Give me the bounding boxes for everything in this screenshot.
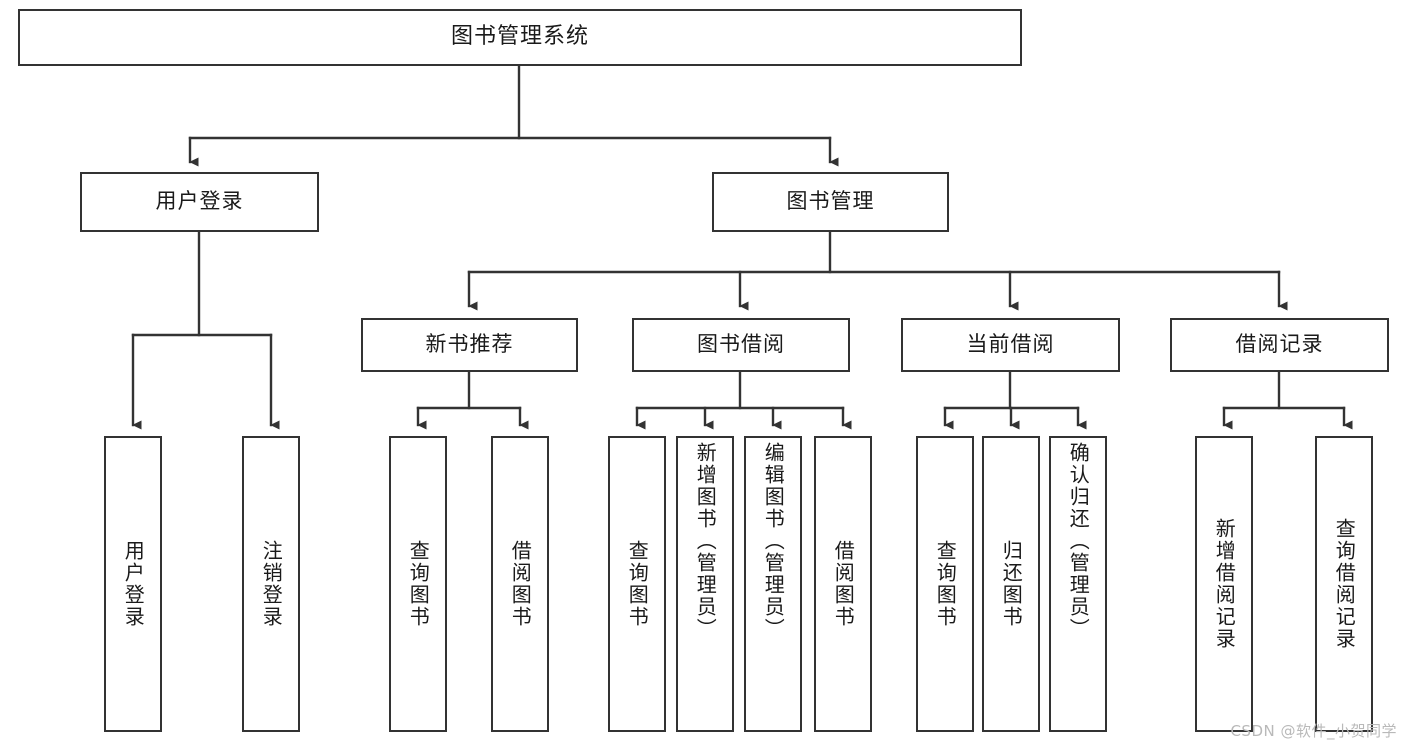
node-book-borrow[interactable]: 图书借阅: [632, 318, 850, 372]
node-label: 图书管理系统: [450, 24, 589, 50]
leaf-edit-book[interactable]: 编辑图书（管理员）: [744, 436, 802, 732]
node-label: 借阅图书: [831, 540, 856, 628]
node-label: 查询图书: [406, 540, 431, 628]
leaf-query-borrow-record[interactable]: 查询借阅记录: [1315, 436, 1373, 732]
vert-wrap: 查询图书: [391, 438, 445, 730]
node-new-book-recommend[interactable]: 新书推荐: [361, 318, 578, 372]
leaf-query-book-1[interactable]: 查询图书: [389, 436, 447, 732]
node-label: 编辑图书（管理员）: [761, 442, 786, 640]
vert-wrap: 查询借阅记录: [1317, 438, 1371, 730]
vert-wrap: 编辑图书（管理员）: [746, 438, 800, 730]
node-label: 图书借阅: [697, 332, 785, 357]
leaf-add-borrow-record[interactable]: 新增借阅记录: [1195, 436, 1253, 732]
vert-wrap: 查询图书: [918, 438, 972, 730]
node-current-borrow[interactable]: 当前借阅: [901, 318, 1120, 372]
vert-wrap: 归还图书: [984, 438, 1038, 730]
vert-wrap: 用户登录: [106, 438, 160, 730]
node-label: 当前借阅: [966, 332, 1055, 357]
node-book-management[interactable]: 图书管理: [712, 172, 949, 232]
node-label: 借阅记录: [1235, 332, 1324, 357]
node-label: 查询图书: [625, 540, 650, 628]
node-label: 查询借阅记录: [1332, 518, 1357, 650]
node-label: 查询图书: [933, 540, 958, 628]
leaf-borrow-book-2[interactable]: 借阅图书: [814, 436, 872, 732]
leaf-return-book[interactable]: 归还图书: [982, 436, 1040, 732]
node-root-system[interactable]: 图书管理系统: [18, 9, 1022, 66]
node-label: 新书推荐: [425, 332, 514, 357]
node-label: 归还图书: [999, 540, 1024, 628]
vert-wrap: 注销登录: [244, 438, 298, 730]
node-label: 借阅图书: [508, 540, 533, 628]
leaf-query-book-3[interactable]: 查询图书: [916, 436, 974, 732]
csdn-watermark: CSDN @软件_小贺同学: [1230, 722, 1397, 740]
node-label: 用户登录: [121, 540, 146, 628]
node-borrow-record[interactable]: 借阅记录: [1170, 318, 1389, 372]
leaf-borrow-book-1[interactable]: 借阅图书: [491, 436, 549, 732]
leaf-user-login[interactable]: 用户登录: [104, 436, 162, 732]
vert-wrap: 查询图书: [610, 438, 664, 730]
leaf-logout[interactable]: 注销登录: [242, 436, 300, 732]
leaf-confirm-return[interactable]: 确认归还（管理员）: [1049, 436, 1107, 732]
node-label: 确认归还（管理员）: [1066, 442, 1091, 640]
leaf-add-book[interactable]: 新增图书（管理员）: [676, 436, 734, 732]
vert-wrap: 确认归还（管理员）: [1051, 438, 1105, 730]
leaf-query-book-2[interactable]: 查询图书: [608, 436, 666, 732]
node-label: 用户登录: [155, 189, 244, 214]
node-label: 图书管理: [786, 189, 875, 214]
node-label: 注销登录: [259, 540, 284, 628]
vert-wrap: 借阅图书: [816, 438, 870, 730]
vert-wrap: 新增借阅记录: [1197, 438, 1251, 730]
vert-wrap: 借阅图书: [493, 438, 547, 730]
node-user-login[interactable]: 用户登录: [80, 172, 319, 232]
node-label: 新增图书（管理员）: [693, 442, 718, 640]
vert-wrap: 新增图书（管理员）: [678, 438, 732, 730]
node-label: 新增借阅记录: [1212, 518, 1237, 650]
